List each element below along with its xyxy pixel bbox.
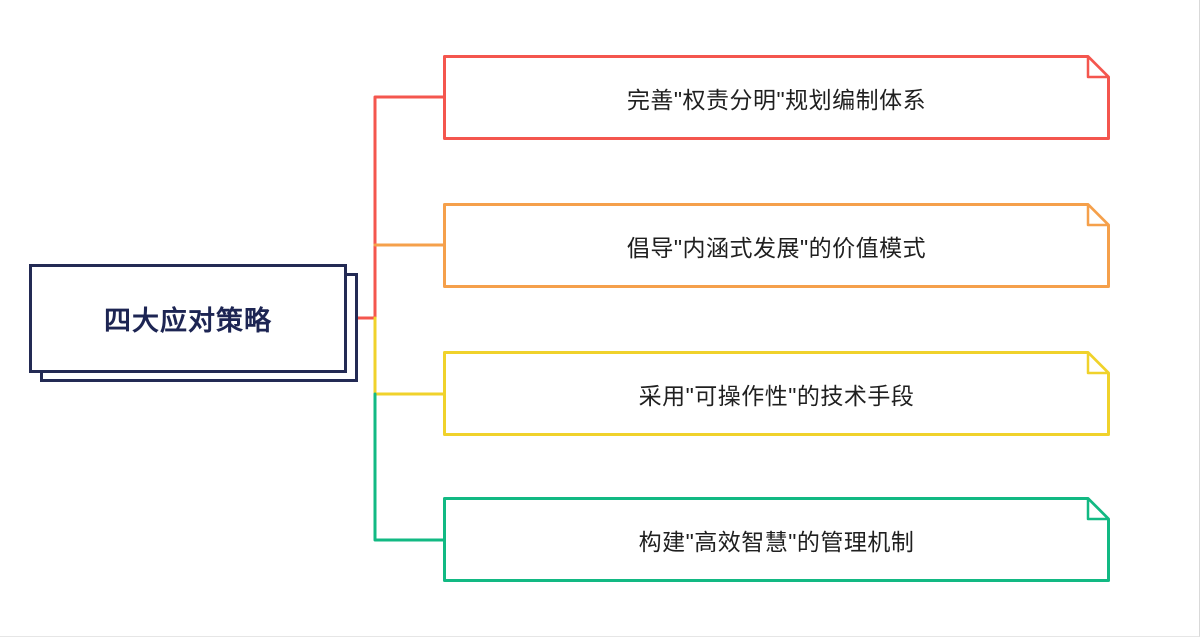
branch-2-card [443,203,1110,288]
connector-branch-4 [373,392,445,542]
branch-3-card [443,351,1110,436]
branch-node-3[interactable]: 采用"可操作性"的技术手段 [443,351,1110,436]
branch-4-label: 构建"高效智慧"的管理机制 [638,528,915,555]
branch-1-fold-icon [1086,55,1110,79]
branch-1-card [443,55,1110,140]
connector-branch-3 [373,316,445,396]
branch-node-1[interactable]: 完善"权责分明"规划编制体系 [443,55,1110,140]
branch-2-label: 倡导"内涵式发展"的价值模式 [626,234,927,261]
branch-3-label: 采用"可操作性"的技术手段 [638,382,915,409]
central-topic-card [29,264,347,373]
branch-4-fold-icon [1086,497,1110,521]
branch-3-fold-icon [1086,351,1110,375]
central-topic-node[interactable]: 四大应对策略 [29,264,371,388]
central-topic-label: 四大应对策略 [104,305,272,336]
branch-2-fold-icon [1086,203,1110,227]
branch-4-card [443,497,1110,582]
branch-node-2[interactable]: 倡导"内涵式发展"的价值模式 [443,203,1110,288]
branch-node-4[interactable]: 构建"高效智慧"的管理机制 [443,497,1110,582]
branch-1-label: 完善"权责分明"规划编制体系 [626,86,927,113]
